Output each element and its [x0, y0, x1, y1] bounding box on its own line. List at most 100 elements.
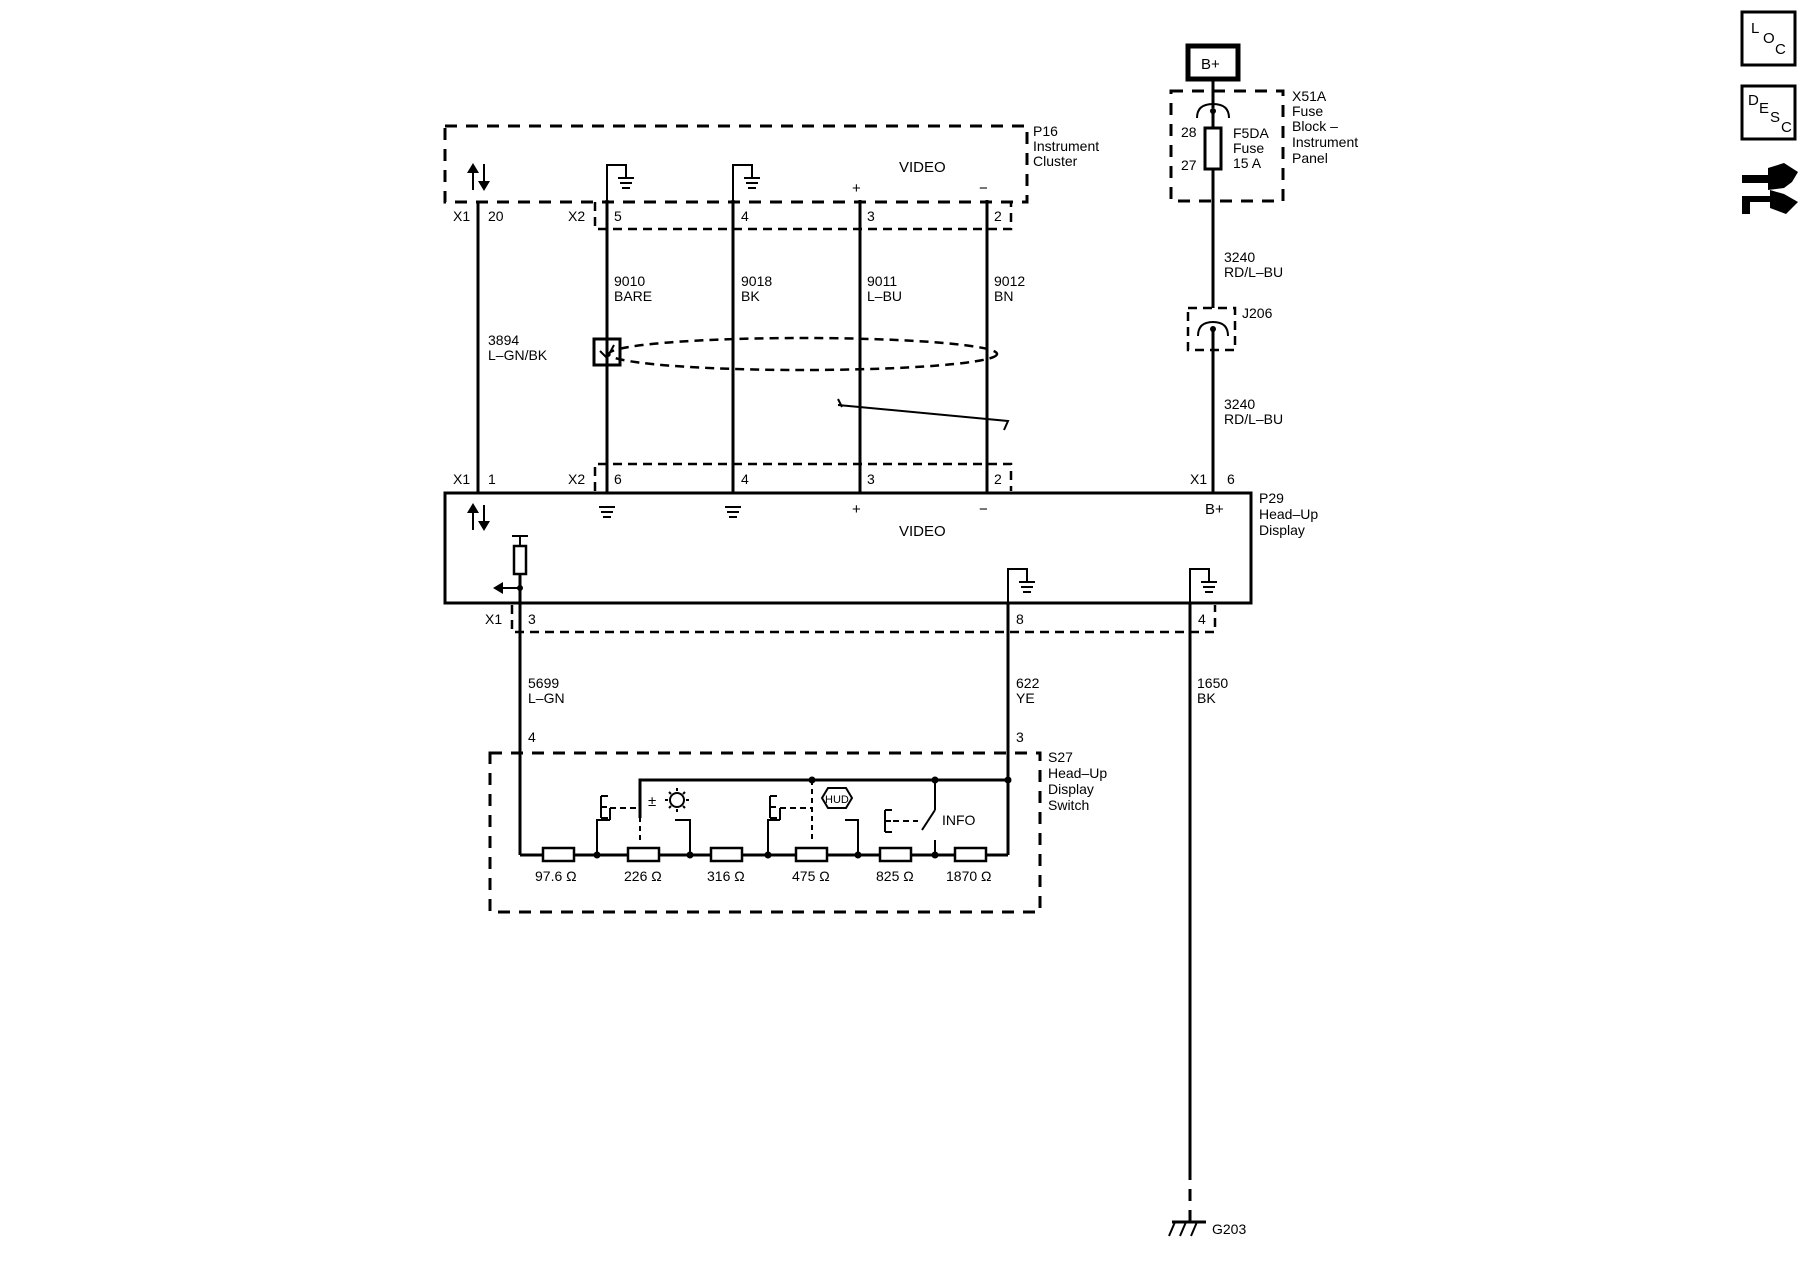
p29-x2-pin-3: 3: [867, 471, 875, 487]
wire-3240-lower-color: RD/L–BU: [1224, 411, 1283, 427]
p29-ground-pin8-icon: [1007, 568, 1035, 603]
loc-letter-c: C: [1775, 41, 1786, 58]
p16-minus-sign: −: [979, 180, 988, 197]
wire-9011: 9011 L–BU: [858, 200, 902, 493]
loc-button[interactable]: L O C: [1740, 10, 1797, 67]
loc-letter-o: O: [1763, 30, 1775, 47]
resistor-475-icon: [794, 846, 829, 863]
ground-g203: G203: [1168, 1220, 1246, 1237]
wire-3240-upper: 3240 RD/L–BU: [1211, 169, 1283, 308]
wire-3240-upper-color: RD/L–BU: [1224, 264, 1283, 280]
p16-x2-pin-3: 3: [867, 208, 875, 224]
p16-serial-data-icon: [467, 163, 490, 191]
connector-view-icon[interactable]: [1742, 163, 1798, 214]
s27-pin-3: 3: [1016, 729, 1024, 745]
resistor-316-label: 316 Ω: [707, 868, 745, 884]
p29-x2-pin-4: 4: [741, 471, 749, 487]
resistor-97-6-icon: [541, 846, 576, 863]
p16-video-label: VIDEO: [899, 159, 946, 176]
fuse-f5da-icon: [1203, 126, 1223, 171]
p16-x2-pin-5: 5: [614, 208, 622, 224]
p29-top-connector-row: X1 1 X2 6 4 3 2 X1 6: [453, 462, 1235, 491]
p29-bottom-connector-row: X1 3 8 4: [485, 605, 1217, 634]
desc-letter-e: E: [1759, 100, 1769, 117]
p29-ground-pin4-icon: [725, 506, 741, 518]
wire-9018: 9018 BK: [731, 200, 772, 493]
x51a-ref: X51A: [1292, 88, 1327, 104]
p16-connector-row: X1 20 X2 5 4 3 2: [453, 202, 1013, 231]
x51a-name-line1: Fuse: [1292, 103, 1323, 119]
p16-ground-pin4-icon: [732, 164, 760, 200]
brightness-sun-icon: [665, 788, 689, 812]
p29-battery-label: B+: [1205, 501, 1224, 518]
p29-x2-pin-2: 2: [994, 471, 1002, 487]
wire-9012-circuit: 9012: [994, 273, 1025, 289]
p29-name-line1: Head–Up: [1259, 506, 1318, 522]
hud-icon-text: HUD: [825, 794, 849, 806]
brightness-switch: ±: [593, 788, 694, 859]
desc-button[interactable]: D E S C: [1740, 84, 1797, 141]
p29-name-line2: Display: [1259, 522, 1305, 538]
p29-head-up-display: P29 Head–Up Display VIDEO + − B+: [443, 490, 1318, 605]
p16-name-line2: Cluster: [1033, 153, 1078, 169]
resistor-825-icon: [878, 846, 913, 863]
resistor-226-label: 226 Ω: [624, 868, 662, 884]
splice-j206: J206: [1186, 305, 1273, 352]
p16-x2-pin-2: 2: [994, 208, 1002, 224]
p29-ground-pin4b-icon: [1189, 568, 1217, 603]
wire-3240-upper-circuit: 3240: [1224, 249, 1255, 265]
wire-3894-color: L–GN/BK: [488, 347, 548, 363]
desc-letter-c: C: [1781, 119, 1792, 136]
p29-ref: P29: [1259, 490, 1284, 506]
x51a-name-line4: Panel: [1292, 150, 1328, 166]
wire-9018-color: BK: [741, 288, 760, 304]
x51a-fuse-block: B+ X51A Fuse Block – Instrument Panel 28…: [1169, 43, 1358, 203]
resistor-475-label: 475 Ω: [792, 868, 830, 884]
wire-3894-circuit: 3894: [488, 332, 519, 348]
p16-x1-label: X1: [453, 208, 470, 224]
wire-3894: 3894 L–GN/BK: [476, 202, 548, 493]
twisted-pair-icon: [837, 398, 1010, 431]
wire-3240-lower-circuit: 3240: [1224, 396, 1255, 412]
p29-x2-pin-6: 6: [614, 471, 622, 487]
wire-622-circuit: 622: [1016, 675, 1040, 691]
s27-pin-4: 4: [528, 729, 536, 745]
resistor-97-6-label: 97.6 Ω: [535, 868, 577, 884]
s27-name-line2: Display: [1048, 781, 1094, 797]
loc-letter-l: L: [1751, 20, 1759, 37]
info-switch: INFO: [884, 780, 976, 859]
fuse-rating: 15 A: [1233, 155, 1262, 171]
cable-shield-icon: [607, 336, 999, 372]
wire-9011-circuit: 9011: [867, 273, 897, 289]
p29-x1-label-top: X1: [453, 471, 470, 487]
s27-name-line3: Switch: [1048, 797, 1089, 813]
p16-instrument-cluster: P16 Instrument Cluster VIDEO + −: [443, 123, 1099, 204]
p29-plus-sign: +: [852, 501, 861, 518]
ground-ref: G203: [1212, 1221, 1246, 1237]
hud-switch: HUD: [764, 780, 862, 859]
resistor-1870-icon: [953, 846, 988, 863]
resistor-226-icon: [626, 846, 661, 863]
p16-x2-label: X2: [568, 208, 585, 224]
fuse-name: F5DA: [1233, 125, 1269, 141]
resistor-316-icon: [709, 846, 744, 863]
resistor-825-label: 825 Ω: [876, 868, 914, 884]
desc-letter-s: S: [1770, 109, 1780, 126]
x51a-name-line3: Instrument: [1292, 134, 1358, 150]
brightness-sign: ±: [648, 793, 656, 810]
p29-x1-label-bottom: X1: [485, 611, 502, 627]
wire-9011-color: L–BU: [867, 288, 902, 304]
x51a-name-line2: Block –: [1292, 118, 1338, 134]
splice-ref: J206: [1242, 305, 1273, 321]
p29-video-label: VIDEO: [899, 523, 946, 540]
p16-name-line1: Instrument: [1033, 138, 1099, 154]
wire-9018-circuit: 9018: [741, 273, 772, 289]
resistor-1870-label: 1870 Ω: [946, 868, 992, 884]
desc-letter-d: D: [1748, 92, 1759, 109]
wire-3240-lower: 3240 RD/L–BU: [1211, 329, 1283, 493]
wire-622: 622 YE 3: [1006, 603, 1040, 855]
p29-x1-pin-3: 3: [528, 611, 536, 627]
wire-9010: 9010 BARE: [592, 200, 652, 493]
hud-icon: HUD: [820, 787, 854, 809]
p29-x2-label: X2: [568, 471, 585, 487]
